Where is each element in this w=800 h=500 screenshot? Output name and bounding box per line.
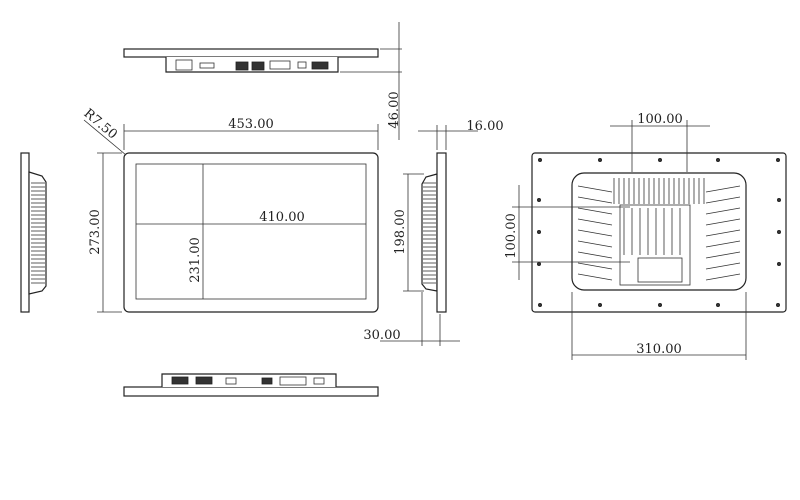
heatsink-fin (705, 196, 741, 204)
heatsink-fin (705, 185, 741, 193)
dim-screen-height: 231.00 (188, 237, 203, 283)
heatsink-fin (577, 251, 613, 259)
mounting-hole (537, 261, 542, 266)
heatsink-fin (577, 196, 613, 204)
heatsink-fin (577, 207, 613, 215)
dim-heatsink-width: 310.00 (636, 342, 682, 357)
heatsink-fin (705, 273, 741, 281)
dim-vesa-height: 100.00 (504, 213, 519, 259)
mounting-hole (537, 229, 542, 234)
dim-top-depth: 46.00 (387, 91, 402, 128)
dim-screen-width: 410.00 (259, 210, 305, 225)
right-side-view (421, 152, 447, 313)
mounting-hole (776, 302, 781, 307)
dim-corner-radius: R7.50 (81, 106, 120, 142)
mounting-hole (776, 157, 781, 162)
mounting-hole (538, 157, 543, 162)
heatsink-fin (577, 273, 613, 281)
mounting-hole (658, 157, 663, 162)
heatsink-fin (577, 185, 613, 193)
heatsink-fin (705, 240, 741, 248)
mounting-hole (598, 302, 603, 307)
mounting-hole (777, 197, 782, 202)
dim-side-height: 198.00 (393, 209, 408, 255)
heatsink-fin (705, 251, 741, 259)
mounting-hole (658, 302, 663, 307)
mounting-hole (598, 157, 603, 162)
mounting-hole (538, 302, 543, 307)
heatsink-fin (577, 240, 613, 248)
bottom-view (123, 373, 379, 397)
heatsink-fin (577, 262, 613, 270)
mounting-hole (716, 302, 721, 307)
front-view (123, 152, 379, 313)
heatsink-fin (705, 229, 741, 237)
heatsink-fin (577, 229, 613, 237)
dim-side-thickness: 16.00 (466, 119, 503, 134)
heatsink-fin (577, 218, 613, 226)
dim-vesa-width: 100.00 (637, 112, 683, 127)
dimension-lines (83, 22, 747, 360)
heatsink-fin (705, 218, 741, 226)
rear-view (531, 152, 787, 313)
dim-frame-height: 273.00 (88, 209, 103, 255)
dim-side-depth: 30.00 (363, 328, 400, 343)
mounting-hole (777, 229, 782, 234)
mounting-hole (716, 157, 721, 162)
top-view (123, 48, 379, 73)
dim-frame-width: 453.00 (228, 117, 274, 132)
heatsink-fin (705, 262, 741, 270)
dimension-labels: 453.00 410.00 273.00 231.00 R7.50 46.00 … (81, 91, 683, 357)
left-side-view (20, 152, 47, 313)
mounting-hole (537, 197, 542, 202)
heatsink-fin (705, 207, 741, 215)
mounting-hole (777, 261, 782, 266)
